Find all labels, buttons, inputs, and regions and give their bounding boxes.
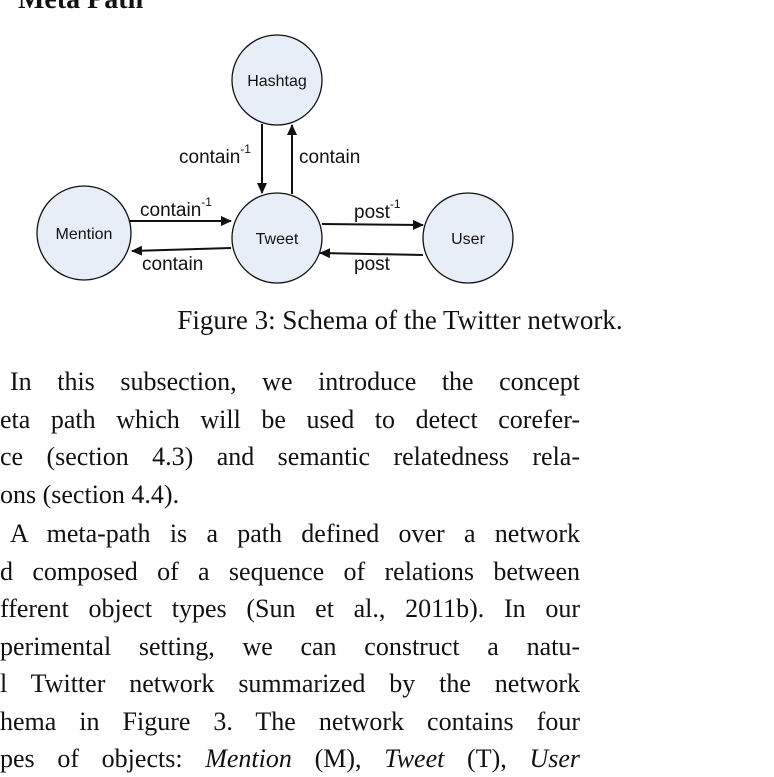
paragraph-2-line: hema in Figure 3. The network contains f…: [0, 706, 580, 736]
node-hashtag-label: Hashtag: [247, 73, 307, 90]
paragraph-2: A meta-path is a path defined over a net…: [0, 515, 580, 777]
edge-user-to-tweet: [319, 248, 424, 259]
node-hashtag: Hashtag: [231, 34, 323, 126]
edge-tweet-to-user: [321, 219, 424, 230]
term-user: User: [529, 744, 580, 773]
twitter-network-schema-diagram: Hashtag Mention Tweet User contain-1 con…: [36, 34, 514, 284]
paragraph-2-last-line: pes of objects: Mention (M), Tweet (T), …: [0, 744, 580, 773]
node-user: User: [422, 192, 514, 284]
paragraph-1-line: ce (section 4.3) and semantic relatednes…: [0, 442, 580, 471]
paragraph-2-line: d composed of a sequence of relations be…: [0, 556, 580, 586]
node-user-label: User: [451, 231, 485, 248]
edge-label-hashtag-to-tweet: contain-1: [179, 142, 251, 168]
section-heading: 2Meta Path: [0, 0, 143, 16]
figure-caption: Figure 3: Schema of the Twitter network.: [177, 305, 623, 335]
paragraph-2-line: fferent object types (Sun et al., 2011b)…: [0, 594, 580, 623]
term-mention: Mention: [205, 744, 292, 773]
edge-label-tweet-to-mention: contain: [142, 254, 203, 275]
edge-label-tweet-to-hashtag: contain: [299, 147, 360, 168]
paragraph-1-line: ons (section 4.4).: [0, 479, 180, 509]
edge-label-tweet-to-user: post-1: [354, 197, 401, 223]
paragraph-2-line: A meta-path is a path defined over a net…: [10, 519, 580, 548]
paragraph-2-line: perimental setting, we can construct a n…: [0, 631, 580, 661]
section-title: Meta Path: [18, 0, 143, 15]
node-mention: Mention: [36, 185, 132, 281]
term-tweet: Tweet: [384, 744, 445, 773]
paragraph-2-line: l Twitter network summarized by the netw…: [0, 669, 580, 698]
node-mention-label: Mention: [56, 226, 113, 243]
paragraph-1: In this subsection, we introduce the con…: [0, 363, 580, 513]
edge-label-mention-to-tweet: contain-1: [140, 195, 212, 221]
node-tweet-label: Tweet: [256, 231, 299, 248]
edge-tweet-to-mention: [131, 245, 232, 256]
edge-label-user-to-tweet: post: [354, 254, 391, 275]
node-tweet: Tweet: [231, 192, 323, 284]
paragraph-1-line: eta path which will be used to detect co…: [0, 404, 580, 434]
paragraph-1-line: In this subsection, we introduce the con…: [10, 367, 580, 396]
